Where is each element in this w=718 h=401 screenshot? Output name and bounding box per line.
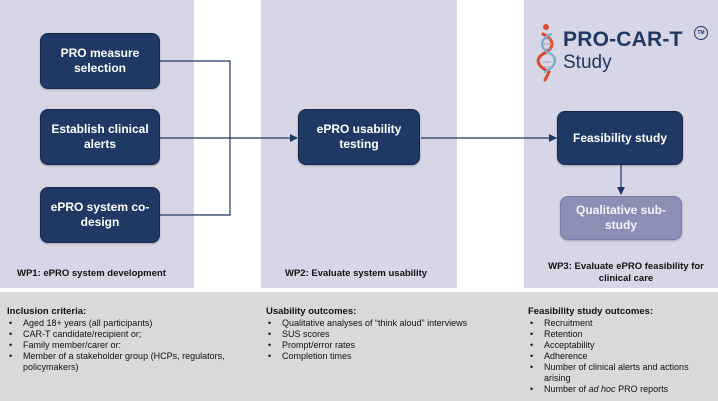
list-item: Recruitment bbox=[528, 318, 713, 329]
usability-outcomes: Usability outcomes: Qualitative analyses… bbox=[266, 306, 481, 362]
list-item: Family member/carer or: bbox=[7, 340, 232, 351]
feasibility-outcomes: Feasibility study outcomes: Recruitment … bbox=[528, 306, 713, 395]
feasibility-heading: Feasibility study outcomes: bbox=[528, 306, 654, 317]
inclusion-heading: Inclusion criteria: bbox=[7, 306, 87, 317]
inclusion-criteria: Inclusion criteria: Aged 18+ years (all … bbox=[7, 306, 232, 373]
list-item-ad-hoc-reports: Number of ad hoc PRO reports bbox=[528, 384, 713, 395]
list-item: Acceptability bbox=[528, 340, 713, 351]
node-establish-clinical-alerts: Establish clinical alerts bbox=[40, 109, 160, 165]
list-item: SUS scores bbox=[266, 329, 481, 340]
list-item: Adherence bbox=[528, 351, 713, 362]
logo-subtitle: Study bbox=[563, 52, 612, 73]
list-item: Completion times bbox=[266, 351, 481, 362]
list-item: Number of clinical alerts and actions ar… bbox=[528, 362, 713, 384]
logo-title: PRO-CAR-T bbox=[563, 28, 683, 51]
wire-wp1-bottom bbox=[159, 138, 231, 216]
wp3-label: WP3: Evaluate ePRO feasibility for clini… bbox=[548, 261, 704, 284]
pro-car-t-logo: PRO-CAR-T TM Study bbox=[535, 22, 715, 82]
node-pro-measure-selection: PRO measure selection bbox=[40, 33, 160, 89]
node-epro-system-co-design: ePRO system co-design bbox=[40, 187, 160, 243]
node-qualitative-sub-study: Qualitative sub-study bbox=[560, 196, 682, 240]
node-epro-usability-testing: ePRO usability testing bbox=[298, 109, 420, 165]
list-item: Aged 18+ years (all participants) bbox=[7, 318, 232, 329]
wp2-label: WP2: Evaluate system usability bbox=[285, 268, 428, 279]
ad-hoc-suffix: PRO reports bbox=[615, 384, 669, 394]
list-item: Prompt/error rates bbox=[266, 340, 481, 351]
trademark-icon: TM bbox=[694, 26, 708, 40]
list-item: Qualitative analyses of “think aloud” in… bbox=[266, 318, 481, 329]
usability-heading: Usability outcomes: bbox=[266, 306, 357, 317]
list-item: Member of a stakeholder group (HCPs, reg… bbox=[7, 351, 232, 373]
wire-wp1-top bbox=[159, 60, 231, 138]
ad-hoc-italic: ad hoc bbox=[588, 384, 616, 394]
list-item: CAR-T candidate/recipient or; bbox=[7, 329, 232, 340]
dna-helix-icon bbox=[536, 24, 557, 82]
wp1-label: WP1: ePRO system development bbox=[17, 268, 166, 279]
node-feasibility-study: Feasibility study bbox=[557, 111, 683, 165]
list-item: Retention bbox=[528, 329, 713, 340]
ad-hoc-prefix: Number of bbox=[544, 384, 589, 394]
